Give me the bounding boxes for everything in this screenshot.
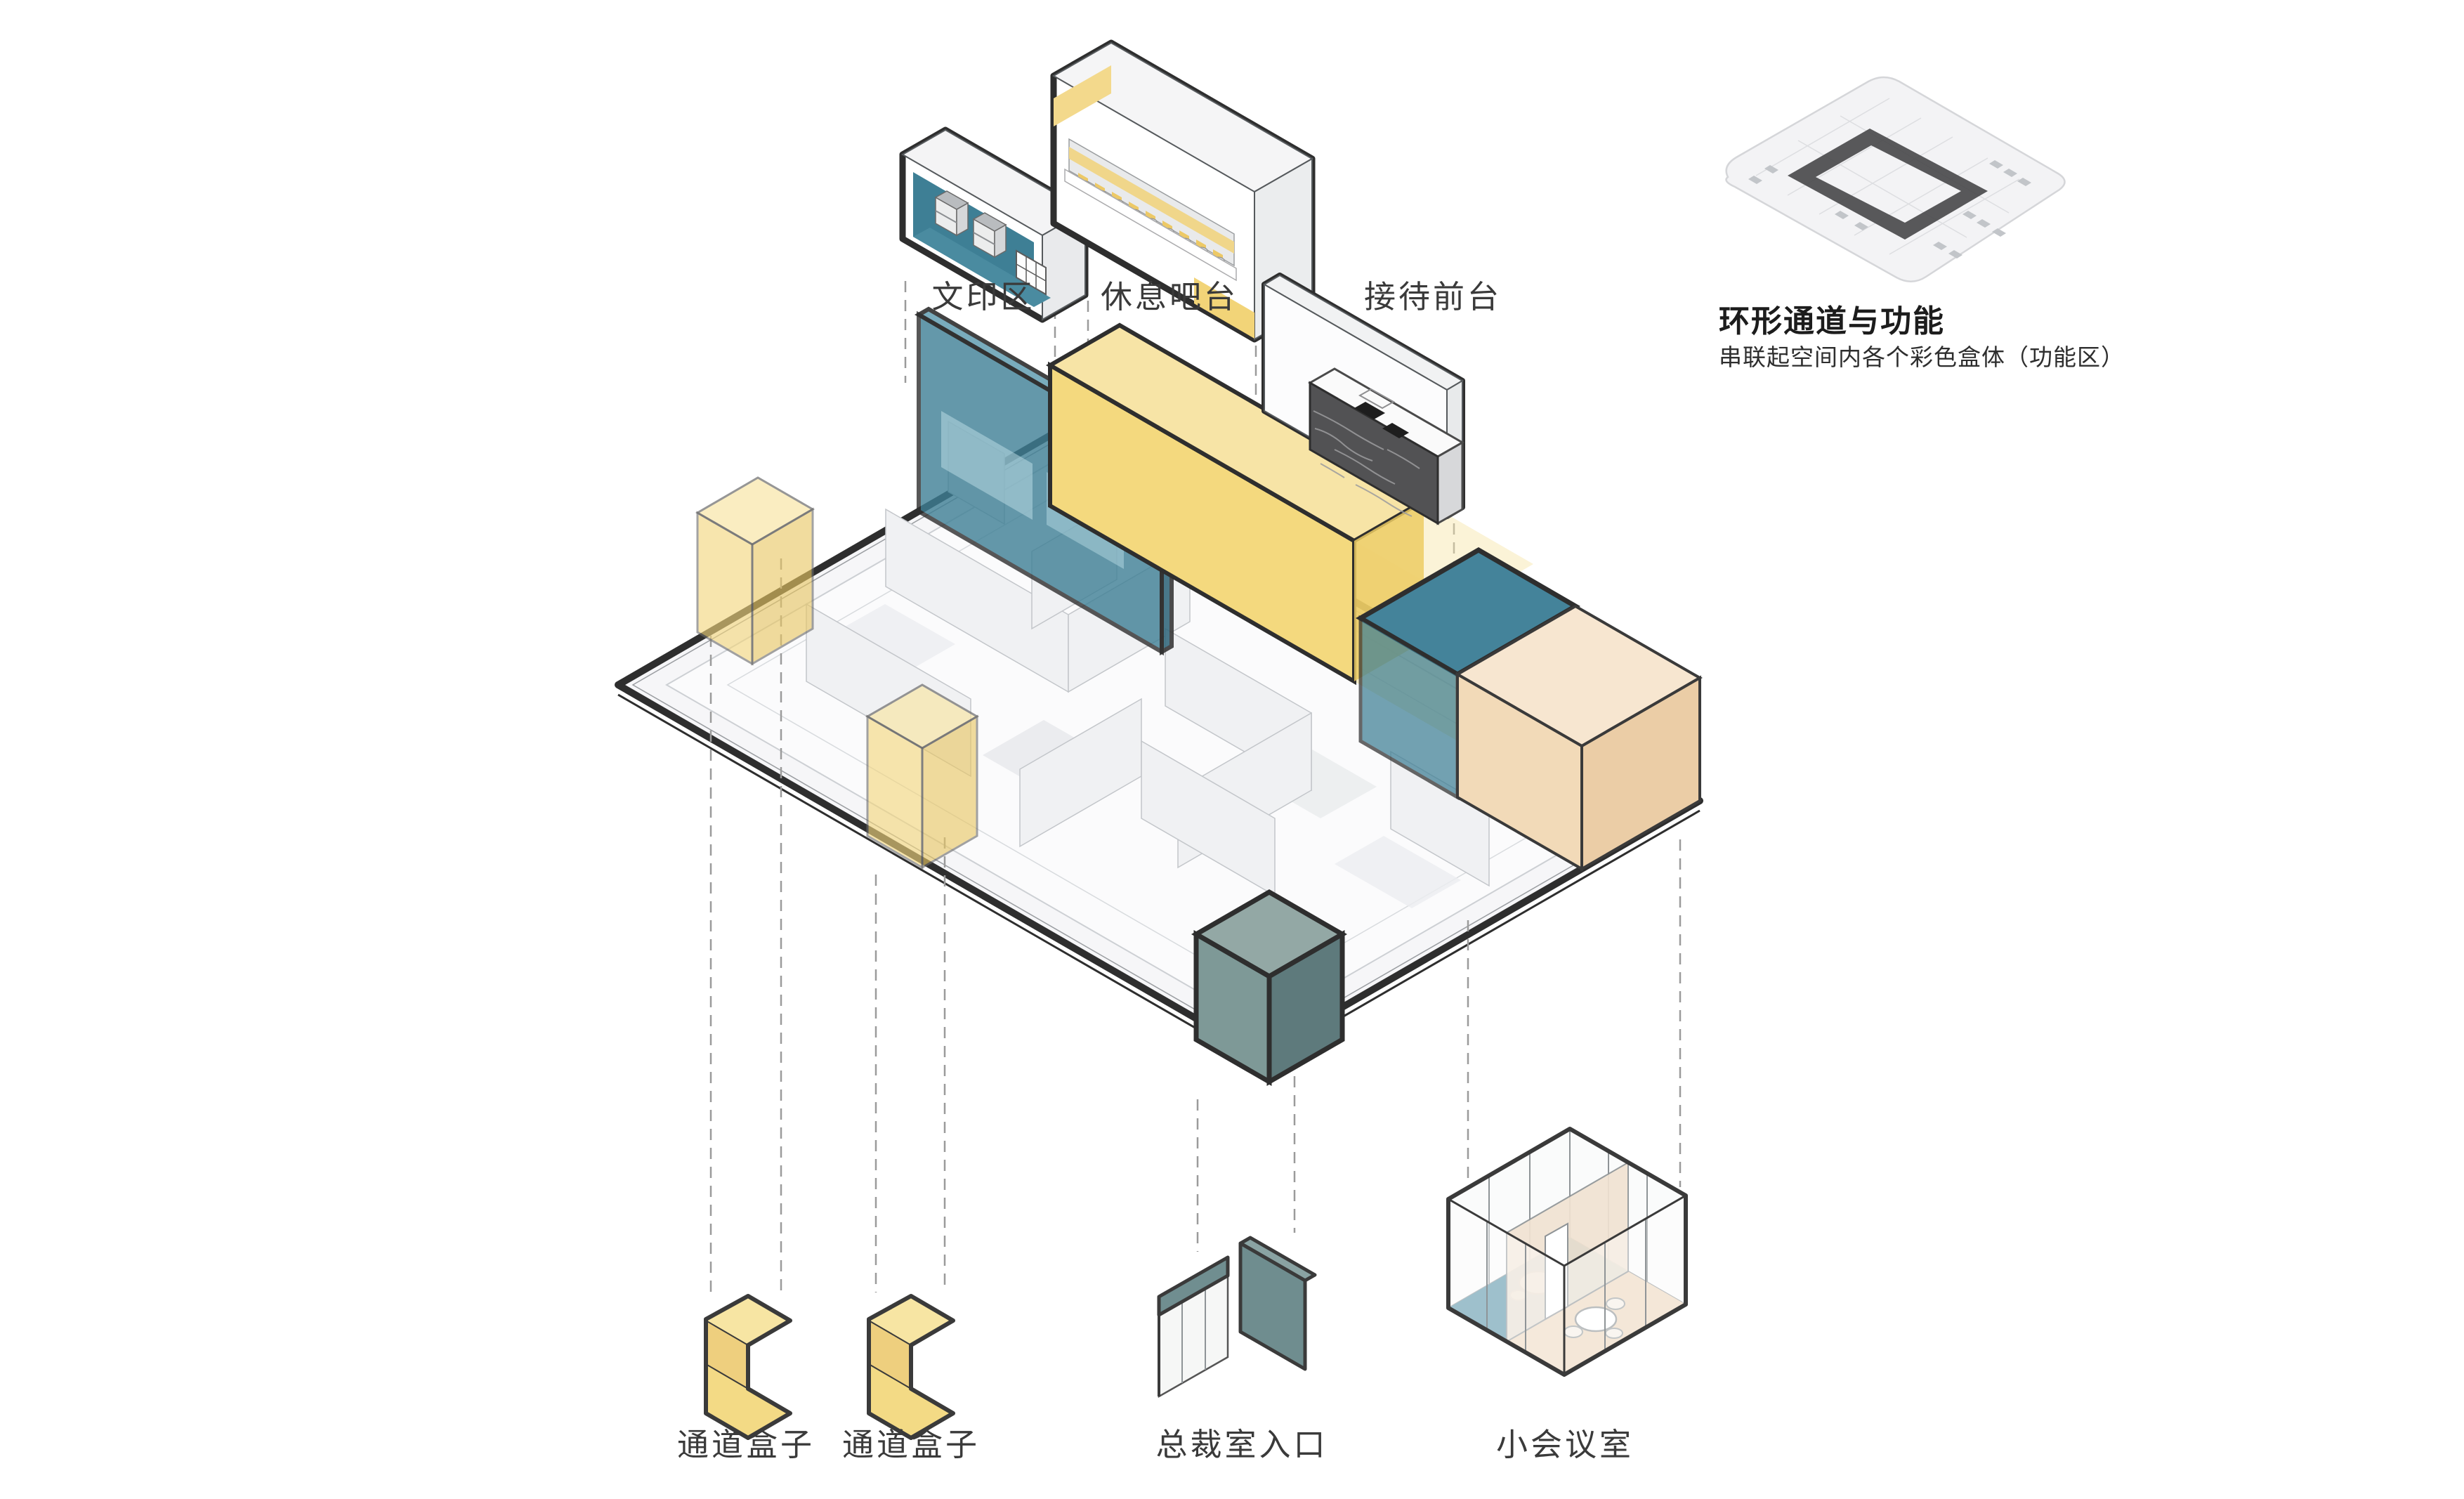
small-meeting-room <box>1446 1127 1688 1377</box>
plan-meeting-room-cubes <box>1356 546 1703 872</box>
legend-subtitle: 串联起空间内各个彩色盒体（功能区） <box>1719 344 2125 370</box>
passage-box-2 <box>867 1294 955 1440</box>
meeting-room-label: 小会议室 <box>1496 1427 1634 1462</box>
printer-icon <box>972 212 1007 258</box>
reception-label: 接待前台 <box>1364 279 1502 315</box>
reception-desk <box>1262 273 1465 525</box>
printer-icon <box>934 190 969 237</box>
legend-title: 环形通道与功能 <box>1719 304 1945 339</box>
passage-box-1 <box>704 1294 792 1440</box>
plan-passage-box-2 <box>865 683 980 870</box>
passage-box-1-label: 通道盒子 <box>677 1427 815 1462</box>
print-area-label: 文印区 <box>931 279 1035 315</box>
passage-box-2-label: 通道盒子 <box>842 1427 980 1462</box>
plan-passage-box-1 <box>695 476 815 666</box>
legend-thumbnail: 环形通道与功能 串联起空间内各个彩色盒体（功能区） <box>1719 76 2125 370</box>
shelf-grid <box>1016 249 1047 296</box>
rest-bar-label: 休息吧台 <box>1101 279 1238 315</box>
round-table <box>1564 1297 1625 1339</box>
rest-bar-box <box>1050 39 1316 343</box>
stone-desk <box>1307 367 1465 525</box>
president-entrance-label: 总裁室入口 <box>1155 1427 1328 1462</box>
plan-president-cube <box>1191 889 1348 1087</box>
president-entrance <box>1157 1236 1317 1399</box>
